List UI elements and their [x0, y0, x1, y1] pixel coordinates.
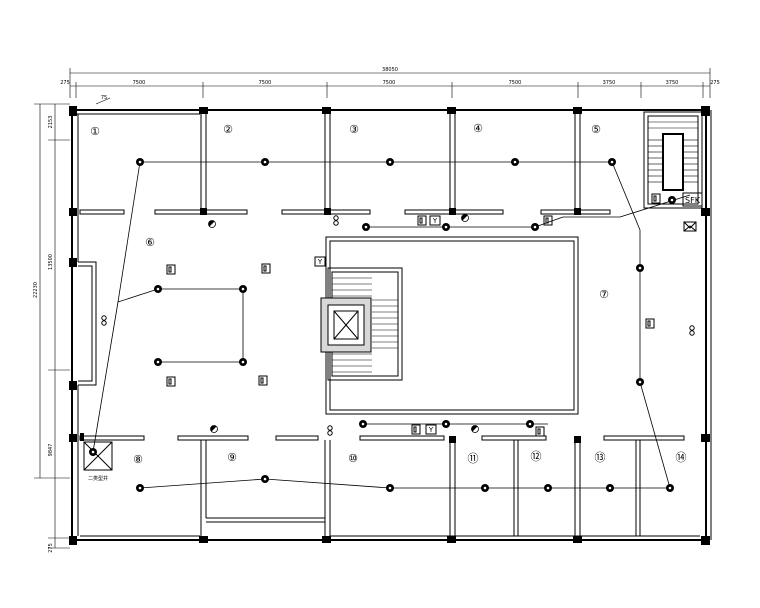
- room-number: ⑤: [591, 123, 601, 136]
- speaker-icon: [651, 193, 661, 204]
- room-numbers: ① ② ③ ④ ⑤ ⑥ ⑦ ⑧ ⑨ ⑩ ⑪ ⑫ ⑬ ⑭: [90, 122, 686, 466]
- dim-left-total: 22230: [33, 282, 39, 298]
- smoke-detector-icon: [154, 285, 162, 293]
- dim-small-top: 75: [101, 95, 107, 101]
- smoke-detector-icon: [666, 484, 674, 492]
- y-markers: Y Y Y: [314, 215, 441, 435]
- top-partitions: [79, 114, 611, 215]
- speaker-icon: [645, 318, 655, 329]
- smoke-detector-icon: [261, 475, 269, 483]
- room-number: ⑫: [531, 450, 542, 463]
- dim-span-6: 3750: [666, 80, 679, 86]
- smoke-detector-icon: [442, 223, 450, 231]
- dim-top-left-offset: 275: [60, 80, 70, 86]
- speaker-icon: [258, 375, 268, 386]
- panel-icon: [683, 221, 697, 232]
- dim-span-1: 7500: [133, 80, 146, 86]
- hydrants: [101, 215, 695, 436]
- room-number: ⑪: [468, 452, 479, 465]
- alarm-bell-icon: [461, 214, 469, 222]
- smoke-detector-icon: [239, 358, 247, 366]
- top-dimensions: 38050 275 7500 7500 7500 7500 3750 3750 …: [60, 67, 720, 105]
- alarm-bell-icon: [210, 425, 218, 433]
- speakers: [166, 193, 661, 437]
- smoke-detector-icon: [386, 158, 394, 166]
- smoke-detector-icon: [636, 378, 644, 386]
- svg-text:Y: Y: [428, 426, 434, 434]
- y-marker-icon: Y: [429, 215, 441, 226]
- room-number: ②: [223, 123, 233, 136]
- smoke-detector-icon: [154, 358, 162, 366]
- smoke-detector-icon: [89, 448, 97, 456]
- dim-left-bottom: 275: [48, 543, 54, 553]
- hydrant-icon: [327, 425, 333, 436]
- dim-left-lower: 9847: [48, 444, 54, 457]
- alarm-bell-icon: [471, 425, 479, 433]
- room-number: ⑦: [599, 288, 609, 301]
- smoke-detector-icon: [362, 223, 370, 231]
- left-dimensions: 22230 2153 13500 9847 275: [33, 103, 70, 553]
- speaker-icon: [166, 376, 176, 387]
- room-number: ⑬: [595, 451, 606, 464]
- smoke-detector-icon: [136, 484, 144, 492]
- dim-overall: 38050: [382, 67, 398, 73]
- svg-text:Y: Y: [317, 258, 323, 266]
- room-number: ⑩: [348, 452, 358, 465]
- speaker-icon: [166, 264, 176, 275]
- bottom-partitions: [79, 433, 685, 536]
- room-number: ⑨: [227, 451, 237, 464]
- corner-stair: SFK: [643, 111, 703, 209]
- room-number: ⑥: [145, 236, 155, 249]
- shaft: 二类型井: [83, 441, 113, 482]
- room-number: ⑧: [133, 453, 143, 466]
- room-number: ③: [349, 123, 359, 136]
- y-marker-icon: Y: [314, 256, 326, 267]
- central-stair: [320, 267, 403, 381]
- smoke-detector-icon: [531, 223, 539, 231]
- speaker-icon: [417, 215, 427, 226]
- room-number: ④: [473, 122, 483, 135]
- smoke-detector-icon: [239, 285, 247, 293]
- dim-top-right-offset: 275: [710, 80, 720, 86]
- smoke-detector-icon: [511, 158, 519, 166]
- smoke-detector-icon: [359, 420, 367, 428]
- dim-span-3: 7500: [383, 80, 396, 86]
- shaft-note: 二类型井: [88, 475, 108, 482]
- smoke-detector-icon: [261, 158, 269, 166]
- smoke-detector-icon: [608, 158, 616, 166]
- speaker-icon: [535, 426, 545, 437]
- dim-span-2: 7500: [259, 80, 272, 86]
- room-number: ①: [90, 125, 100, 138]
- smoke-detector-icon: [636, 264, 644, 272]
- smoke-detector-icon: [442, 420, 450, 428]
- dim-left-top: 2153: [48, 116, 54, 129]
- svg-text:Y: Y: [432, 217, 438, 225]
- alarm-bells: [208, 214, 479, 433]
- smoke-detector-icon: [136, 158, 144, 166]
- speaker-icon: [543, 215, 553, 226]
- hydrant-icon: [689, 325, 695, 336]
- room-number: ⑭: [676, 451, 687, 464]
- columns: [69, 106, 710, 545]
- smoke-detector-icon: [526, 420, 534, 428]
- smoke-detector-icon: [481, 484, 489, 492]
- hydrant-icon: [101, 315, 107, 326]
- alarm-bell-icon: [208, 220, 216, 228]
- speaker-icon: [411, 424, 421, 435]
- outer-walls: [71, 109, 712, 541]
- smoke-detector-icon: [668, 196, 676, 204]
- smoke-detector-icon: [386, 484, 394, 492]
- wiring: [92, 161, 691, 489]
- dim-span-4: 7500: [509, 80, 522, 86]
- smoke-detector-icon: [606, 484, 614, 492]
- detectors: [89, 158, 676, 492]
- speaker-icon: [261, 263, 271, 274]
- hydrant-icon: [333, 215, 339, 226]
- dim-span-5: 3750: [603, 80, 616, 86]
- y-marker-icon: Y: [425, 424, 437, 435]
- dim-left-middle: 13500: [48, 254, 54, 270]
- sfk-label: SFK: [685, 196, 701, 205]
- smoke-detector-icon: [544, 484, 552, 492]
